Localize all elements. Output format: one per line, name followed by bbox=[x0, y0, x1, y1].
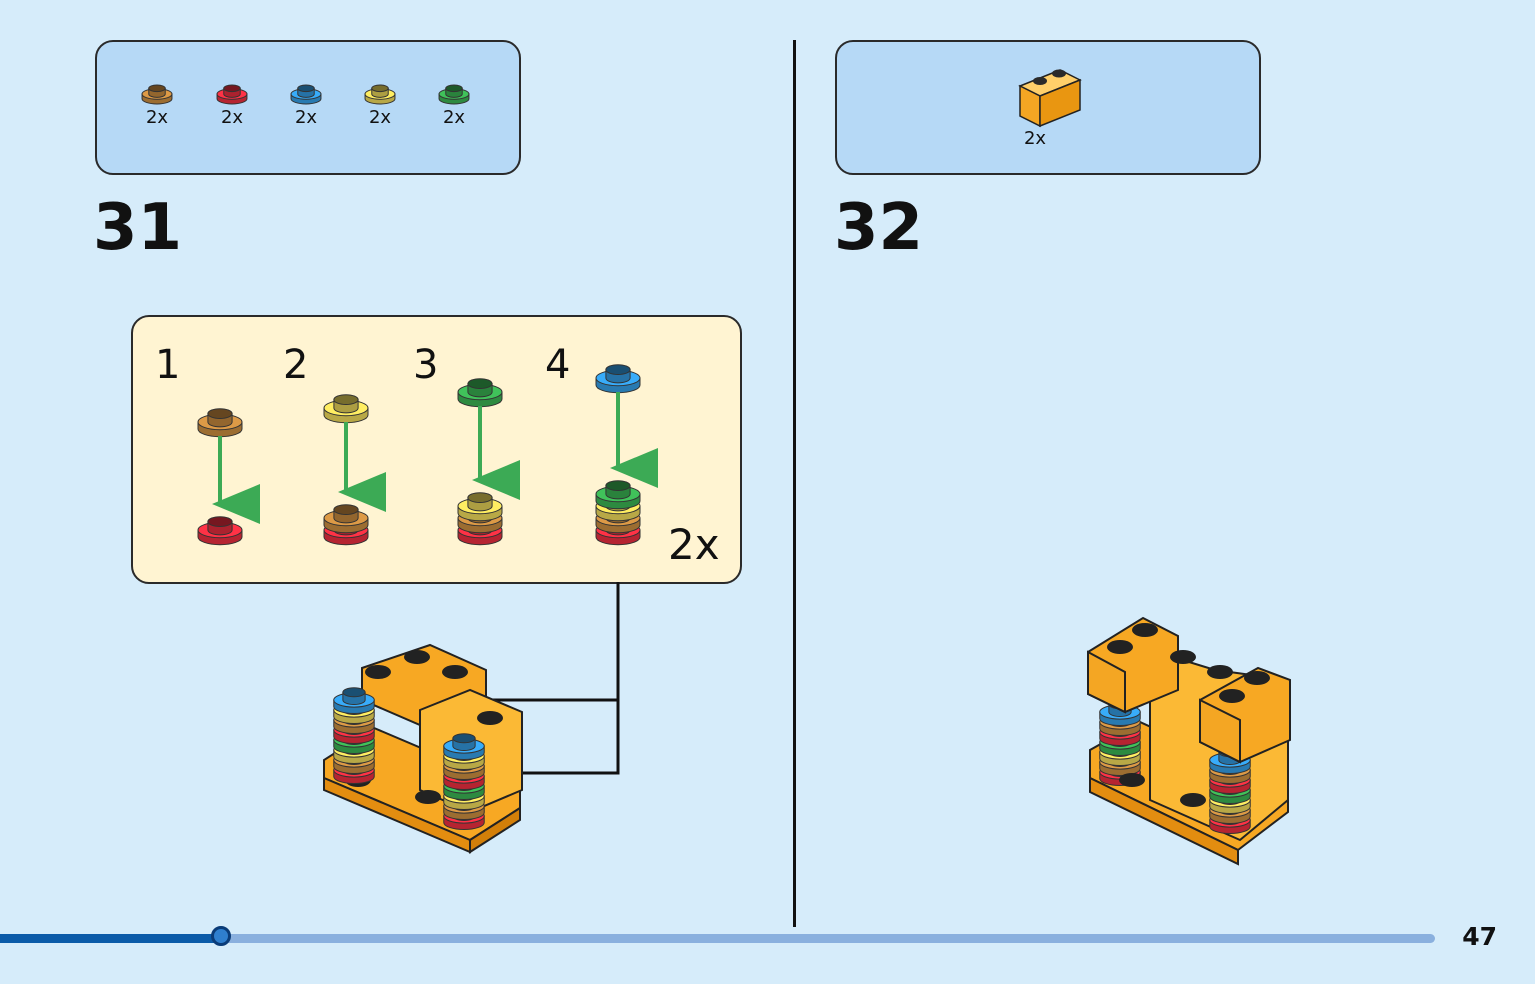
part-item: 2x bbox=[284, 82, 328, 127]
parts-list-step-32: 2x bbox=[835, 40, 1261, 175]
sub-assembly-stacks bbox=[197, 364, 658, 546]
page-number: 47 bbox=[1462, 922, 1497, 951]
round-plate-1x1-green-icon bbox=[438, 84, 470, 105]
progress-fill bbox=[0, 934, 221, 943]
sub-step-stack bbox=[595, 364, 658, 546]
sub-step-label: 2 bbox=[283, 342, 309, 388]
sub-assembly-multiplier: 2x bbox=[668, 520, 720, 569]
step-number: 31 bbox=[93, 191, 183, 265]
part-quantity: 2x bbox=[442, 107, 466, 128]
round-plate-1x1-yellow-icon bbox=[364, 84, 396, 105]
progress-knob[interactable] bbox=[210, 926, 231, 946]
round-plate-1x1-brown-icon bbox=[141, 84, 173, 105]
round-plate-1x1-red-icon bbox=[216, 84, 248, 105]
parts-list-step-31: 2x 2x 2x 2x 2x bbox=[95, 40, 521, 175]
sub-step-stack bbox=[323, 394, 386, 546]
sub-step-stack bbox=[457, 378, 520, 546]
model-step-32 bbox=[1087, 616, 1291, 866]
sub-step-stack bbox=[197, 408, 260, 546]
brick-1x2-orange-icon bbox=[1018, 69, 1082, 128]
sub-step-label: 3 bbox=[413, 342, 439, 388]
sub-step-label: 4 bbox=[545, 342, 571, 388]
part-item: 2x bbox=[432, 82, 476, 127]
part-item: 2x bbox=[135, 82, 179, 127]
part-item: 2x bbox=[358, 82, 402, 127]
part-quantity: 2x bbox=[368, 107, 392, 128]
step-number: 32 bbox=[834, 191, 924, 265]
part-item: 2x bbox=[1007, 64, 1087, 148]
round-plate-1x1-blue-icon bbox=[290, 84, 322, 105]
progress-track bbox=[0, 934, 1435, 943]
part-quantity: 2x bbox=[294, 107, 318, 128]
model-step-31 bbox=[323, 643, 523, 854]
part-quantity: 2x bbox=[220, 107, 244, 128]
step-divider bbox=[793, 40, 796, 927]
part-quantity: 2x bbox=[1023, 128, 1047, 149]
part-quantity: 2x bbox=[145, 107, 169, 128]
sub-step-label: 1 bbox=[155, 342, 181, 388]
part-item: 2x bbox=[210, 82, 254, 127]
